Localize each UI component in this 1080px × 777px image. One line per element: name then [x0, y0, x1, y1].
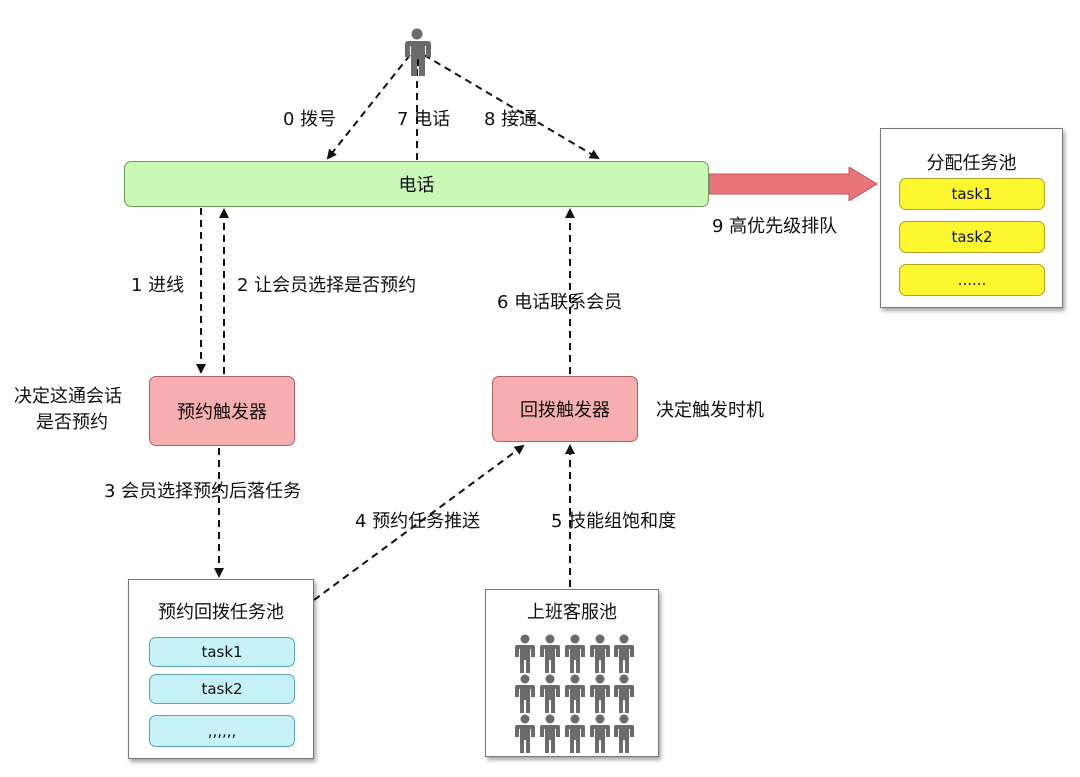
edge-label-0: 0 拨号 — [283, 109, 337, 130]
edge-label-2: 2 让会员选择是否预约 — [237, 275, 417, 296]
person-icon — [614, 714, 634, 753]
reservation-task-item: task2 — [149, 674, 295, 704]
reservation-trigger-node: 预约触发器 — [149, 376, 295, 446]
phone-node-label: 电话 — [398, 175, 435, 196]
reservation-trigger-label: 预约触发器 — [177, 402, 267, 423]
priority-arrow — [709, 167, 878, 201]
person-icon — [540, 674, 560, 713]
assign-task-item: ...... — [899, 264, 1045, 296]
person-icon — [515, 674, 535, 713]
edge-label-7: 7 电话 — [397, 109, 451, 130]
assign-task-item: task1 — [899, 178, 1045, 210]
person-icon — [614, 634, 634, 673]
agent-crowd — [515, 634, 634, 753]
person-icon — [590, 674, 610, 713]
person-icon — [565, 634, 585, 673]
person-icon — [590, 714, 610, 753]
agent-pool-title: 上班客服池 — [527, 602, 617, 623]
edge-4-push — [313, 444, 525, 601]
person-icon — [614, 674, 634, 713]
assign-task-item: task2 — [899, 221, 1045, 253]
phone-node: 电话 — [124, 161, 709, 207]
reservation-pool-title: 预约回拨任务池 — [158, 602, 284, 623]
reservation-note-line2: 是否预约 — [36, 412, 108, 433]
reservation-task-pool: 预约回拨任务池 task1 task2 ,,,,,, — [128, 579, 314, 759]
person-icon — [540, 714, 560, 753]
person-icon — [565, 674, 585, 713]
assign-pool-title: 分配任务池 — [926, 153, 1017, 174]
edge-label-9: 9 高优先级排队 — [712, 216, 838, 237]
edge-label-3: 3 会员选择预约后落任务 — [104, 481, 302, 502]
person-icon — [565, 714, 585, 753]
edge-label-8: 8 接通 — [484, 109, 538, 130]
person-icon — [405, 28, 431, 76]
person-icon — [515, 634, 535, 673]
reservation-task-item: ,,,,,, — [149, 715, 295, 747]
agent-pool: 上班客服池 — [485, 589, 659, 757]
edge-0-dial — [326, 54, 411, 160]
edge-label-4: 4 预约任务推送 — [355, 511, 481, 532]
reservation-note-line1: 决定这通会话 — [14, 386, 122, 407]
edge-8-connect — [423, 54, 600, 160]
assign-task-pool: 分配任务池 task1 task2 ...... — [880, 128, 1063, 308]
callback-trigger-note: 决定触发时机 — [656, 400, 764, 421]
edge-label-5: 5 技能组饱和度 — [551, 511, 677, 532]
callback-trigger-label: 回拨触发器 — [520, 400, 610, 421]
callback-trigger-node: 回拨触发器 — [492, 376, 638, 442]
person-icon — [590, 634, 610, 673]
edge-label-1: 1 进线 — [131, 275, 185, 296]
reservation-trigger-note: 决定这通会话 是否预约 — [14, 384, 122, 436]
edge-label-6: 6 电话联系会员 — [497, 292, 623, 313]
reservation-task-item: task1 — [149, 637, 295, 667]
person-icon — [515, 714, 535, 753]
person-icon — [540, 634, 560, 673]
